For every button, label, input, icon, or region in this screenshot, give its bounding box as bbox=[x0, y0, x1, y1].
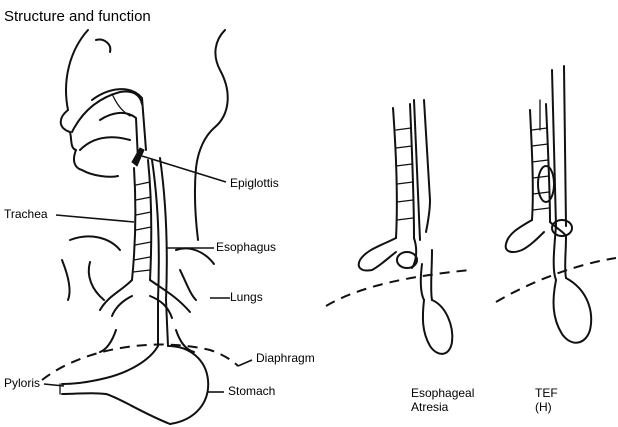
epiglottis-label: Epiglottis bbox=[230, 176, 279, 190]
diaphragm-line bbox=[41, 343, 239, 381]
lungs bbox=[61, 235, 215, 353]
leader-lines bbox=[43, 155, 253, 393]
diaphragm-label: Diaphragm bbox=[256, 351, 315, 365]
epiglottis-leader bbox=[141, 155, 227, 183]
trachea-label: Trachea bbox=[4, 207, 48, 221]
pharynx bbox=[91, 88, 147, 161]
atresia-caption-line1: Esophageal bbox=[411, 386, 475, 400]
atresia-diaphragm bbox=[325, 269, 471, 307]
tef-caption-line2: (H) bbox=[535, 400, 552, 414]
esophagus bbox=[151, 157, 169, 347]
lungs-label: Lungs bbox=[230, 290, 263, 304]
esophagus-label: Esophagus bbox=[216, 240, 277, 254]
atresia-caption-line2: Atresia bbox=[411, 400, 449, 414]
pyloris-leader bbox=[43, 383, 65, 387]
atresia-drawing bbox=[357, 99, 454, 355]
tef-caption-line1: TEF bbox=[535, 386, 558, 400]
stomach-label: Stomach bbox=[228, 384, 276, 398]
diaphragm-leader bbox=[237, 359, 253, 367]
trachea-leader bbox=[55, 214, 135, 223]
diagram-title: Structure and function bbox=[4, 8, 151, 25]
epiglottis-shape bbox=[131, 147, 145, 167]
head-outline bbox=[59, 29, 229, 241]
tef-drawing bbox=[504, 65, 593, 344]
trachea bbox=[131, 159, 153, 281]
stomach bbox=[59, 345, 210, 425]
pyloris-label: Pyloris bbox=[4, 376, 41, 390]
